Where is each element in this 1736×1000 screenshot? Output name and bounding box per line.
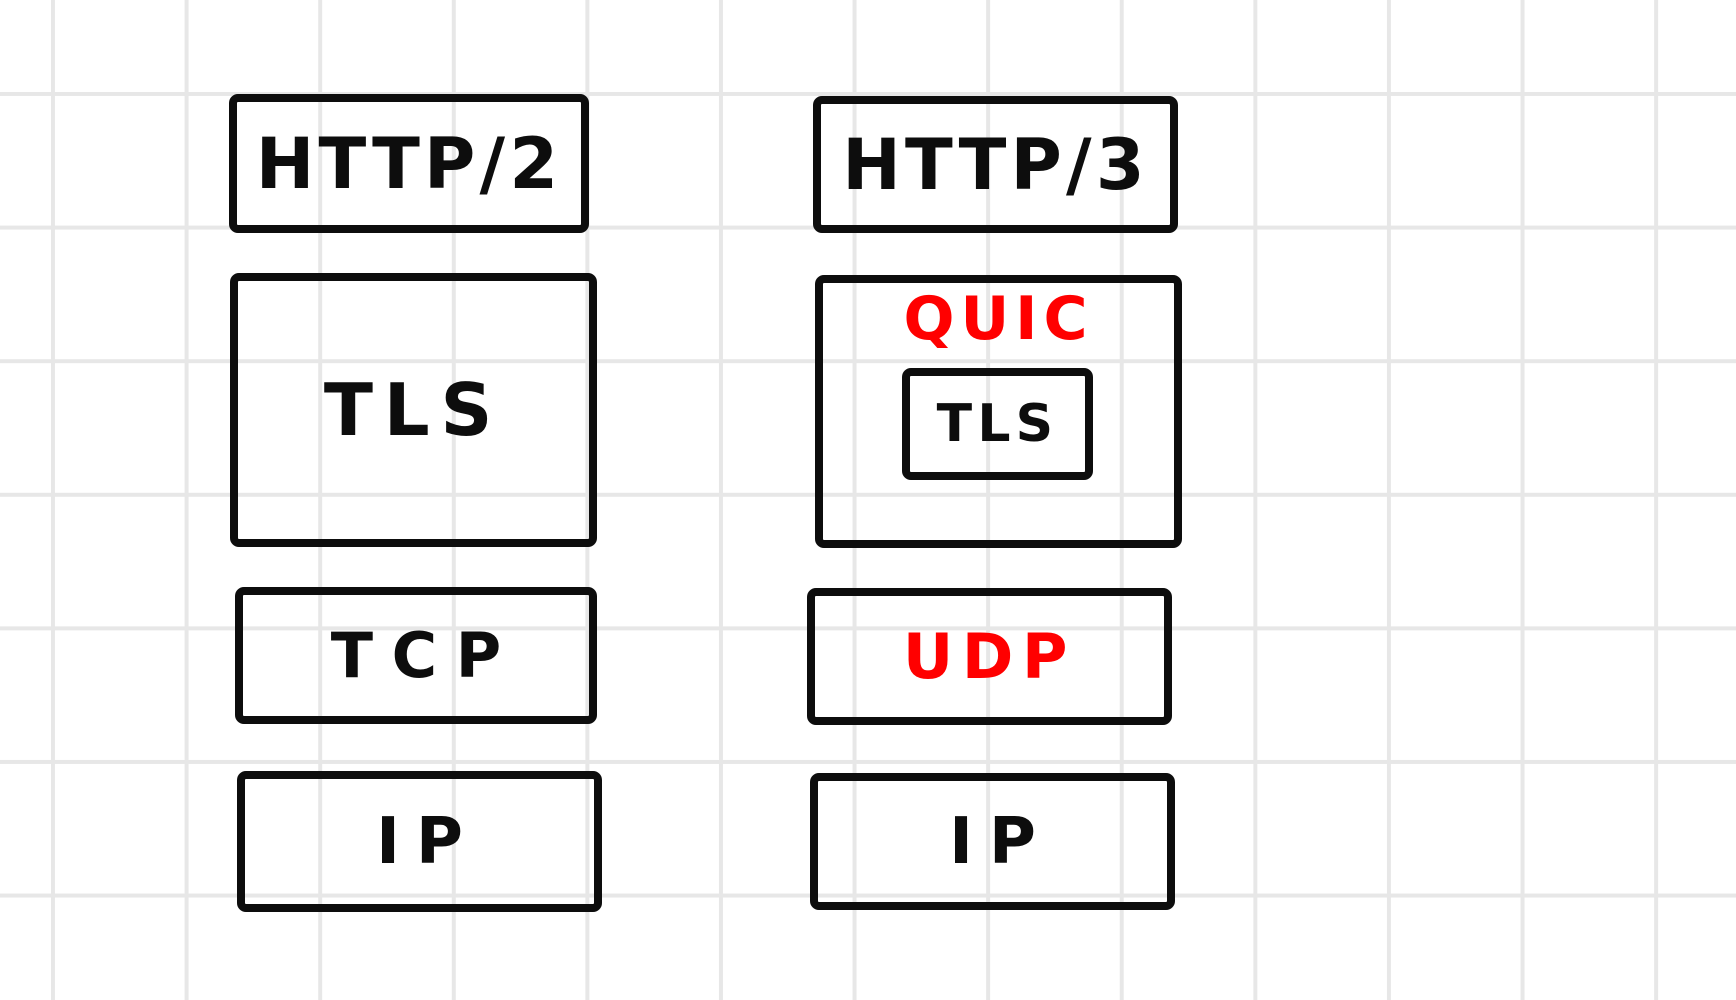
ip-box-left: IP bbox=[237, 771, 602, 912]
tls-label: TLS bbox=[323, 368, 504, 452]
ip-box-right: IP bbox=[810, 773, 1175, 910]
http3-box: HTTP/3 bbox=[813, 96, 1178, 233]
quic-tls-box: TLS bbox=[902, 368, 1093, 480]
quic-label: QUIC bbox=[903, 284, 1094, 354]
udp-box: UDP bbox=[807, 588, 1172, 725]
http2-label: HTTP/2 bbox=[255, 122, 563, 205]
ip-label-right: IP bbox=[949, 804, 1052, 879]
quic-box: QUIC TLS bbox=[815, 275, 1182, 548]
http3-label: HTTP/3 bbox=[842, 123, 1149, 206]
tls-box: TLS bbox=[230, 273, 597, 547]
udp-label: UDP bbox=[902, 619, 1077, 693]
quic-tls-label: TLS bbox=[936, 394, 1059, 454]
tcp-box: TCP bbox=[235, 587, 597, 724]
ip-label-left: IP bbox=[376, 804, 479, 879]
tcp-label: TCP bbox=[330, 618, 520, 692]
http2-box: HTTP/2 bbox=[229, 94, 589, 233]
